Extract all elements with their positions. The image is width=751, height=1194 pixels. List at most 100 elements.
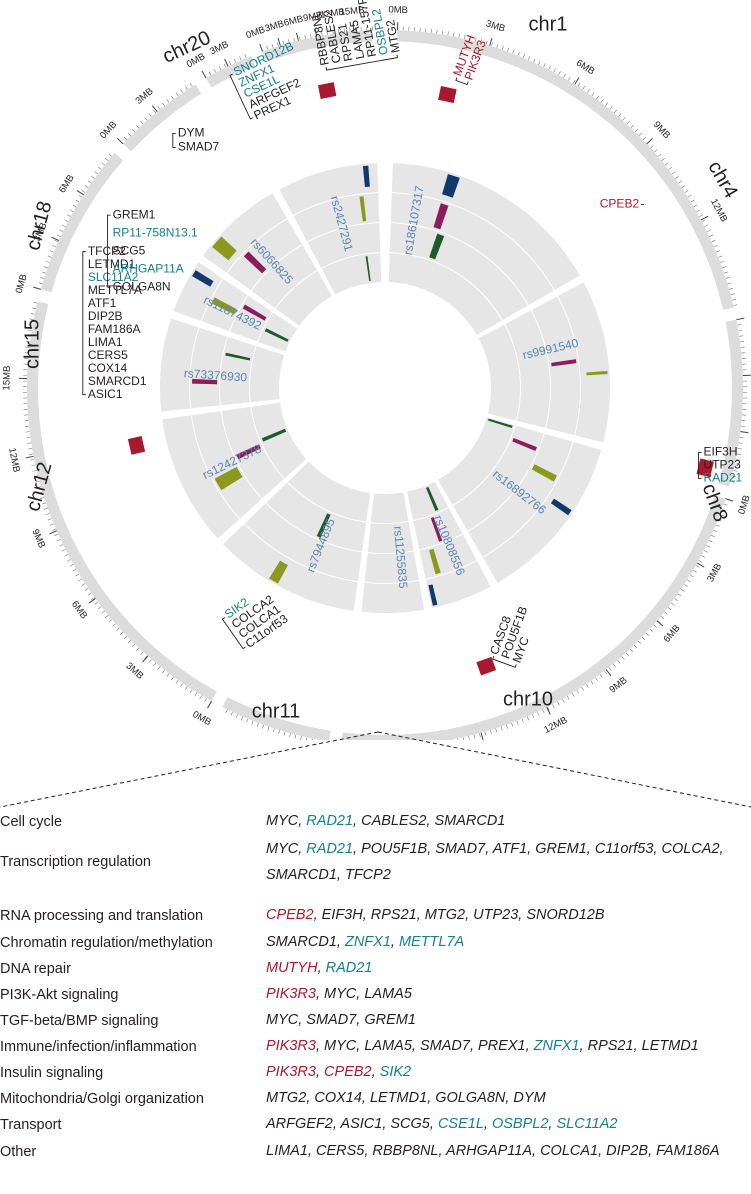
snp-bar — [429, 233, 445, 260]
track-background — [307, 223, 381, 268]
snp-bar — [192, 378, 218, 385]
track-background — [419, 534, 477, 579]
tick-mark — [571, 693, 575, 697]
track-background — [438, 417, 515, 505]
gene-bracket — [107, 214, 111, 288]
tick-major — [725, 498, 734, 502]
track-background — [558, 282, 610, 443]
tick-mark — [687, 579, 691, 583]
tick-mark — [40, 277, 45, 279]
separator: , — [579, 1038, 588, 1054]
tick-major — [277, 37, 281, 46]
separator: , — [315, 1038, 325, 1054]
tick-label: 3MB — [264, 18, 286, 34]
tick-major — [295, 32, 299, 41]
gene-name: SMARCD1 — [266, 934, 337, 950]
tick-mark — [704, 224, 709, 227]
track-background — [361, 581, 425, 613]
gene-name: PIK3R3 — [266, 1038, 316, 1054]
tick-major — [25, 455, 34, 459]
separator: , — [353, 813, 362, 829]
tick-mark — [637, 640, 642, 645]
tick-label: 9MB — [302, 10, 323, 25]
tick-label: 9MB — [651, 119, 672, 141]
tick-mark — [696, 209, 701, 212]
tick-mark — [690, 199, 695, 203]
tick-mark — [251, 720, 254, 725]
gene-label: LIMA1 — [88, 335, 123, 349]
gene-label: LETMD1 — [88, 257, 136, 271]
tick-mark — [64, 219, 69, 222]
tick-mark — [706, 545, 711, 548]
tick-mark — [484, 731, 487, 736]
tick-mark — [49, 523, 54, 526]
tick-mark — [98, 606, 102, 610]
tick-mark — [739, 341, 745, 343]
tick-mark — [507, 47, 510, 52]
snp-bar — [488, 418, 513, 428]
pathway-category: Transcription regulation — [0, 854, 151, 870]
tick-mark — [153, 662, 157, 667]
gene-bracket — [455, 77, 469, 86]
tick-mark — [612, 663, 616, 668]
tick-mark — [262, 724, 265, 729]
tick-mark — [78, 194, 83, 198]
tick-mark — [81, 190, 86, 193]
tick-major — [736, 317, 745, 321]
pathway-category: RNA processing and translation — [0, 908, 204, 924]
tick-mark — [582, 85, 586, 90]
tick-mark — [562, 698, 565, 703]
tick-mark — [496, 44, 499, 49]
tick-mark — [718, 255, 723, 258]
gene-label: SCG5 — [113, 243, 146, 257]
tick-mark — [144, 655, 148, 659]
tick-mark — [724, 271, 728, 274]
tick-mark — [277, 42, 279, 47]
tick-mark — [33, 475, 39, 478]
tick-mark — [600, 99, 604, 103]
tick-mark — [739, 335, 744, 337]
separator: , — [416, 907, 425, 923]
gene-label: EIF3H — [703, 445, 737, 459]
separator: , — [298, 813, 307, 829]
tick-mark — [42, 502, 46, 505]
tick-mark — [681, 185, 686, 189]
tick-label: 9MB — [607, 675, 629, 696]
tick-mark — [468, 736, 470, 740]
tick-label: 0MB — [388, 4, 408, 16]
track-background — [266, 482, 367, 552]
tick-mark — [120, 631, 124, 636]
gene-name: MUTYH — [266, 960, 318, 976]
gene-label: ARHGAP11A — [113, 261, 184, 275]
track-background — [478, 324, 520, 421]
tick-mark — [321, 31, 323, 36]
separator: , — [382, 1116, 391, 1132]
tick-mark — [166, 99, 170, 103]
gene-label: UTP23 — [703, 458, 741, 472]
tick-mark — [511, 722, 514, 727]
tick-mark — [729, 287, 734, 290]
tick-mark — [43, 266, 48, 269]
tick-mark — [45, 260, 50, 263]
gene-name: CSE1L — [437, 1116, 484, 1132]
tick-mark — [532, 714, 535, 719]
tick-mark — [36, 486, 41, 489]
tick-mark — [52, 528, 57, 531]
tick-mark — [715, 524, 720, 527]
tick-mark — [653, 624, 657, 628]
tick-mark — [170, 95, 174, 100]
tick-mark — [278, 730, 281, 735]
tick-mark — [235, 714, 238, 719]
pathway-category: DNA repair — [0, 961, 71, 977]
tick-mark — [671, 602, 675, 606]
tick-major — [51, 236, 60, 241]
tick-mark — [543, 63, 546, 68]
tick-mark — [576, 690, 580, 694]
tick-mark — [38, 282, 43, 285]
tick-mark — [711, 535, 716, 538]
pathway-category: Transport — [0, 1117, 62, 1133]
chromosome-arc-chr18 — [206, 56, 256, 88]
tick-mark — [184, 85, 188, 90]
gene-bracket — [492, 656, 517, 668]
zoom-connector — [0, 731, 751, 808]
